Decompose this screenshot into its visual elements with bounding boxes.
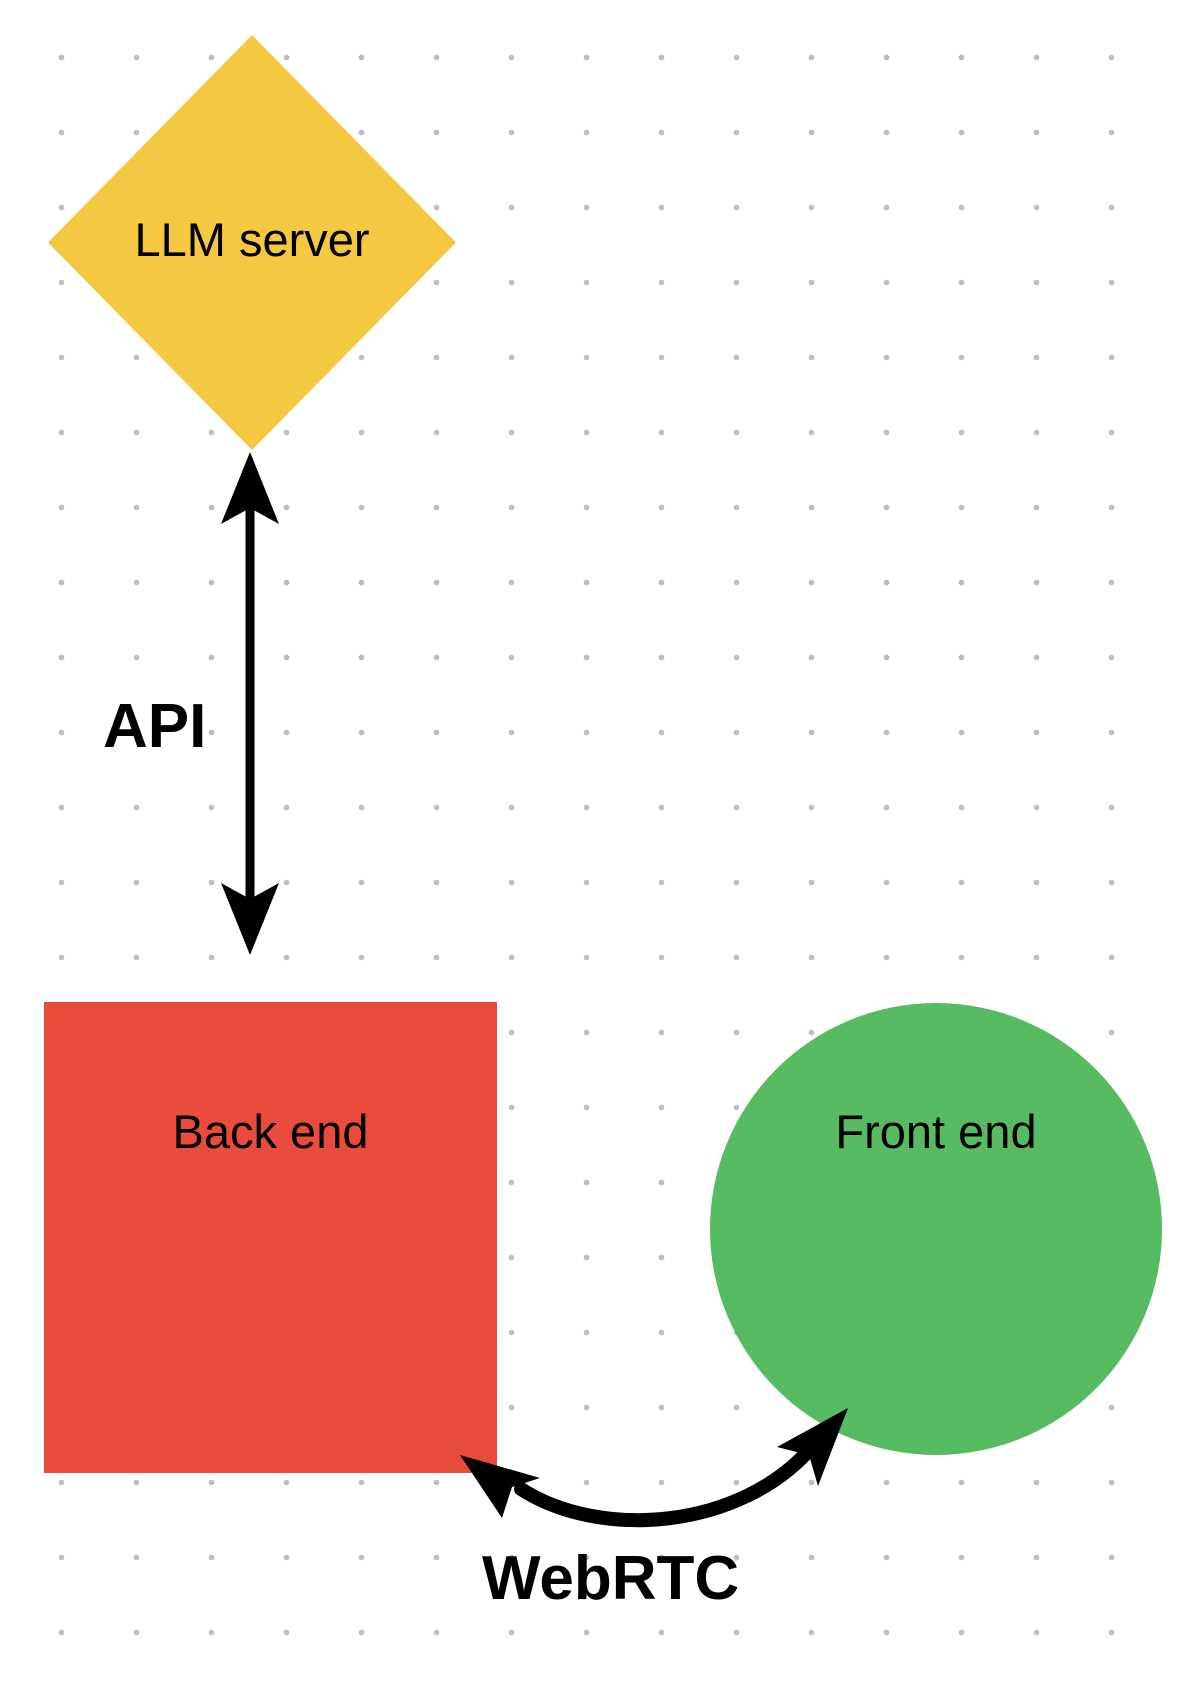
node-llm-server[interactable] (48, 35, 456, 450)
node-front-end[interactable] (710, 1003, 1162, 1455)
edge-label-webrtc: WebRTC (482, 1544, 740, 1613)
webrtc-arrow-shaft (514, 1440, 819, 1528)
api-arrowhead-down-icon (221, 883, 279, 955)
edge-webrtc-arrow (460, 1408, 848, 1528)
node-back-end[interactable] (44, 1002, 497, 1473)
api-arrowhead-up-icon (221, 452, 279, 524)
edge-api-arrow (221, 452, 279, 955)
edge-label-api: API (103, 692, 207, 761)
diamond-shape-icon (48, 35, 456, 450)
